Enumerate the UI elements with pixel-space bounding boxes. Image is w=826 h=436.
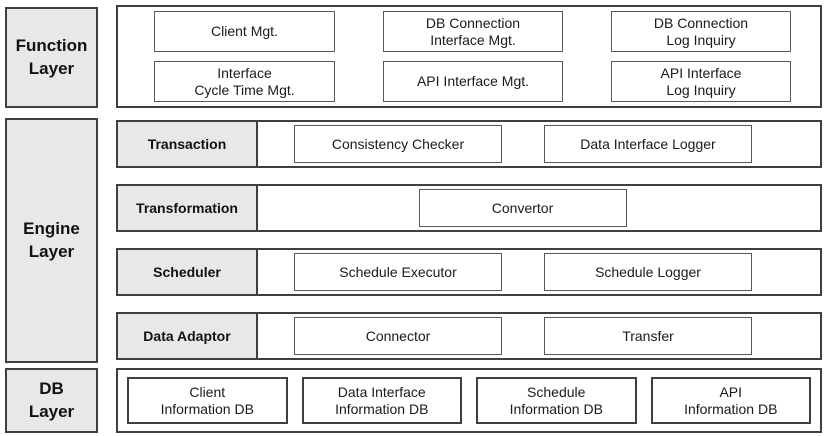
- db-box-data-interface-information: Data Interface Information DB: [301, 377, 462, 424]
- engine-row-transformation: Transformation Convertor: [116, 184, 822, 232]
- engine-row-label-transformation: Transformation: [118, 186, 258, 230]
- function-box-api-interface-log-inquiry: API Interface Log Inquiry: [611, 61, 791, 102]
- engine-box-data-interface-logger: Data Interface Logger: [544, 125, 752, 163]
- db-box-api-information: API Information DB: [650, 377, 811, 424]
- db-box-schedule-information: Schedule Information DB: [476, 377, 637, 424]
- engine-row-body-transaction: Consistency Checker Data Interface Logge…: [258, 122, 820, 166]
- engine-row-body-transformation: Convertor: [258, 186, 820, 230]
- engine-row-transaction: Transaction Consistency Checker Data Int…: [116, 120, 822, 168]
- engine-row-body-data-adaptor: Connector Transfer: [258, 314, 820, 358]
- db-layer-container: Client Information DB Data Interface Inf…: [116, 368, 822, 433]
- engine-row-label-scheduler: Scheduler: [118, 250, 258, 294]
- function-layer-label: Function Layer: [5, 7, 98, 108]
- function-layer-container: Client Mgt. DB Connection Interface Mgt.…: [116, 5, 822, 108]
- function-box-db-connection-interface-mgt: DB Connection Interface Mgt.: [383, 11, 563, 52]
- engine-box-schedule-executor: Schedule Executor: [294, 253, 502, 291]
- engine-row-data-adaptor: Data Adaptor Connector Transfer: [116, 312, 822, 360]
- db-box-client-information: Client Information DB: [127, 377, 288, 424]
- engine-box-schedule-logger: Schedule Logger: [544, 253, 752, 291]
- engine-box-convertor: Convertor: [418, 189, 627, 227]
- engine-row-scheduler: Scheduler Schedule Executor Schedule Log…: [116, 248, 822, 296]
- function-box-interface-cycle-time-mgt: Interface Cycle Time Mgt.: [154, 61, 335, 102]
- function-box-client-mgt: Client Mgt.: [154, 11, 335, 52]
- engine-row-label-data-adaptor: Data Adaptor: [118, 314, 258, 358]
- db-layer-label: DB Layer: [5, 368, 98, 433]
- engine-row-label-transaction: Transaction: [118, 122, 258, 166]
- function-box-db-connection-log-inquiry: DB Connection Log Inquiry: [611, 11, 791, 52]
- engine-row-body-scheduler: Schedule Executor Schedule Logger: [258, 250, 820, 294]
- engine-layer-label: Engine Layer: [5, 118, 98, 363]
- engine-box-connector: Connector: [294, 317, 502, 355]
- engine-box-consistency-checker: Consistency Checker: [294, 125, 502, 163]
- engine-box-transfer: Transfer: [544, 317, 752, 355]
- function-box-api-interface-mgt: API Interface Mgt.: [383, 61, 563, 102]
